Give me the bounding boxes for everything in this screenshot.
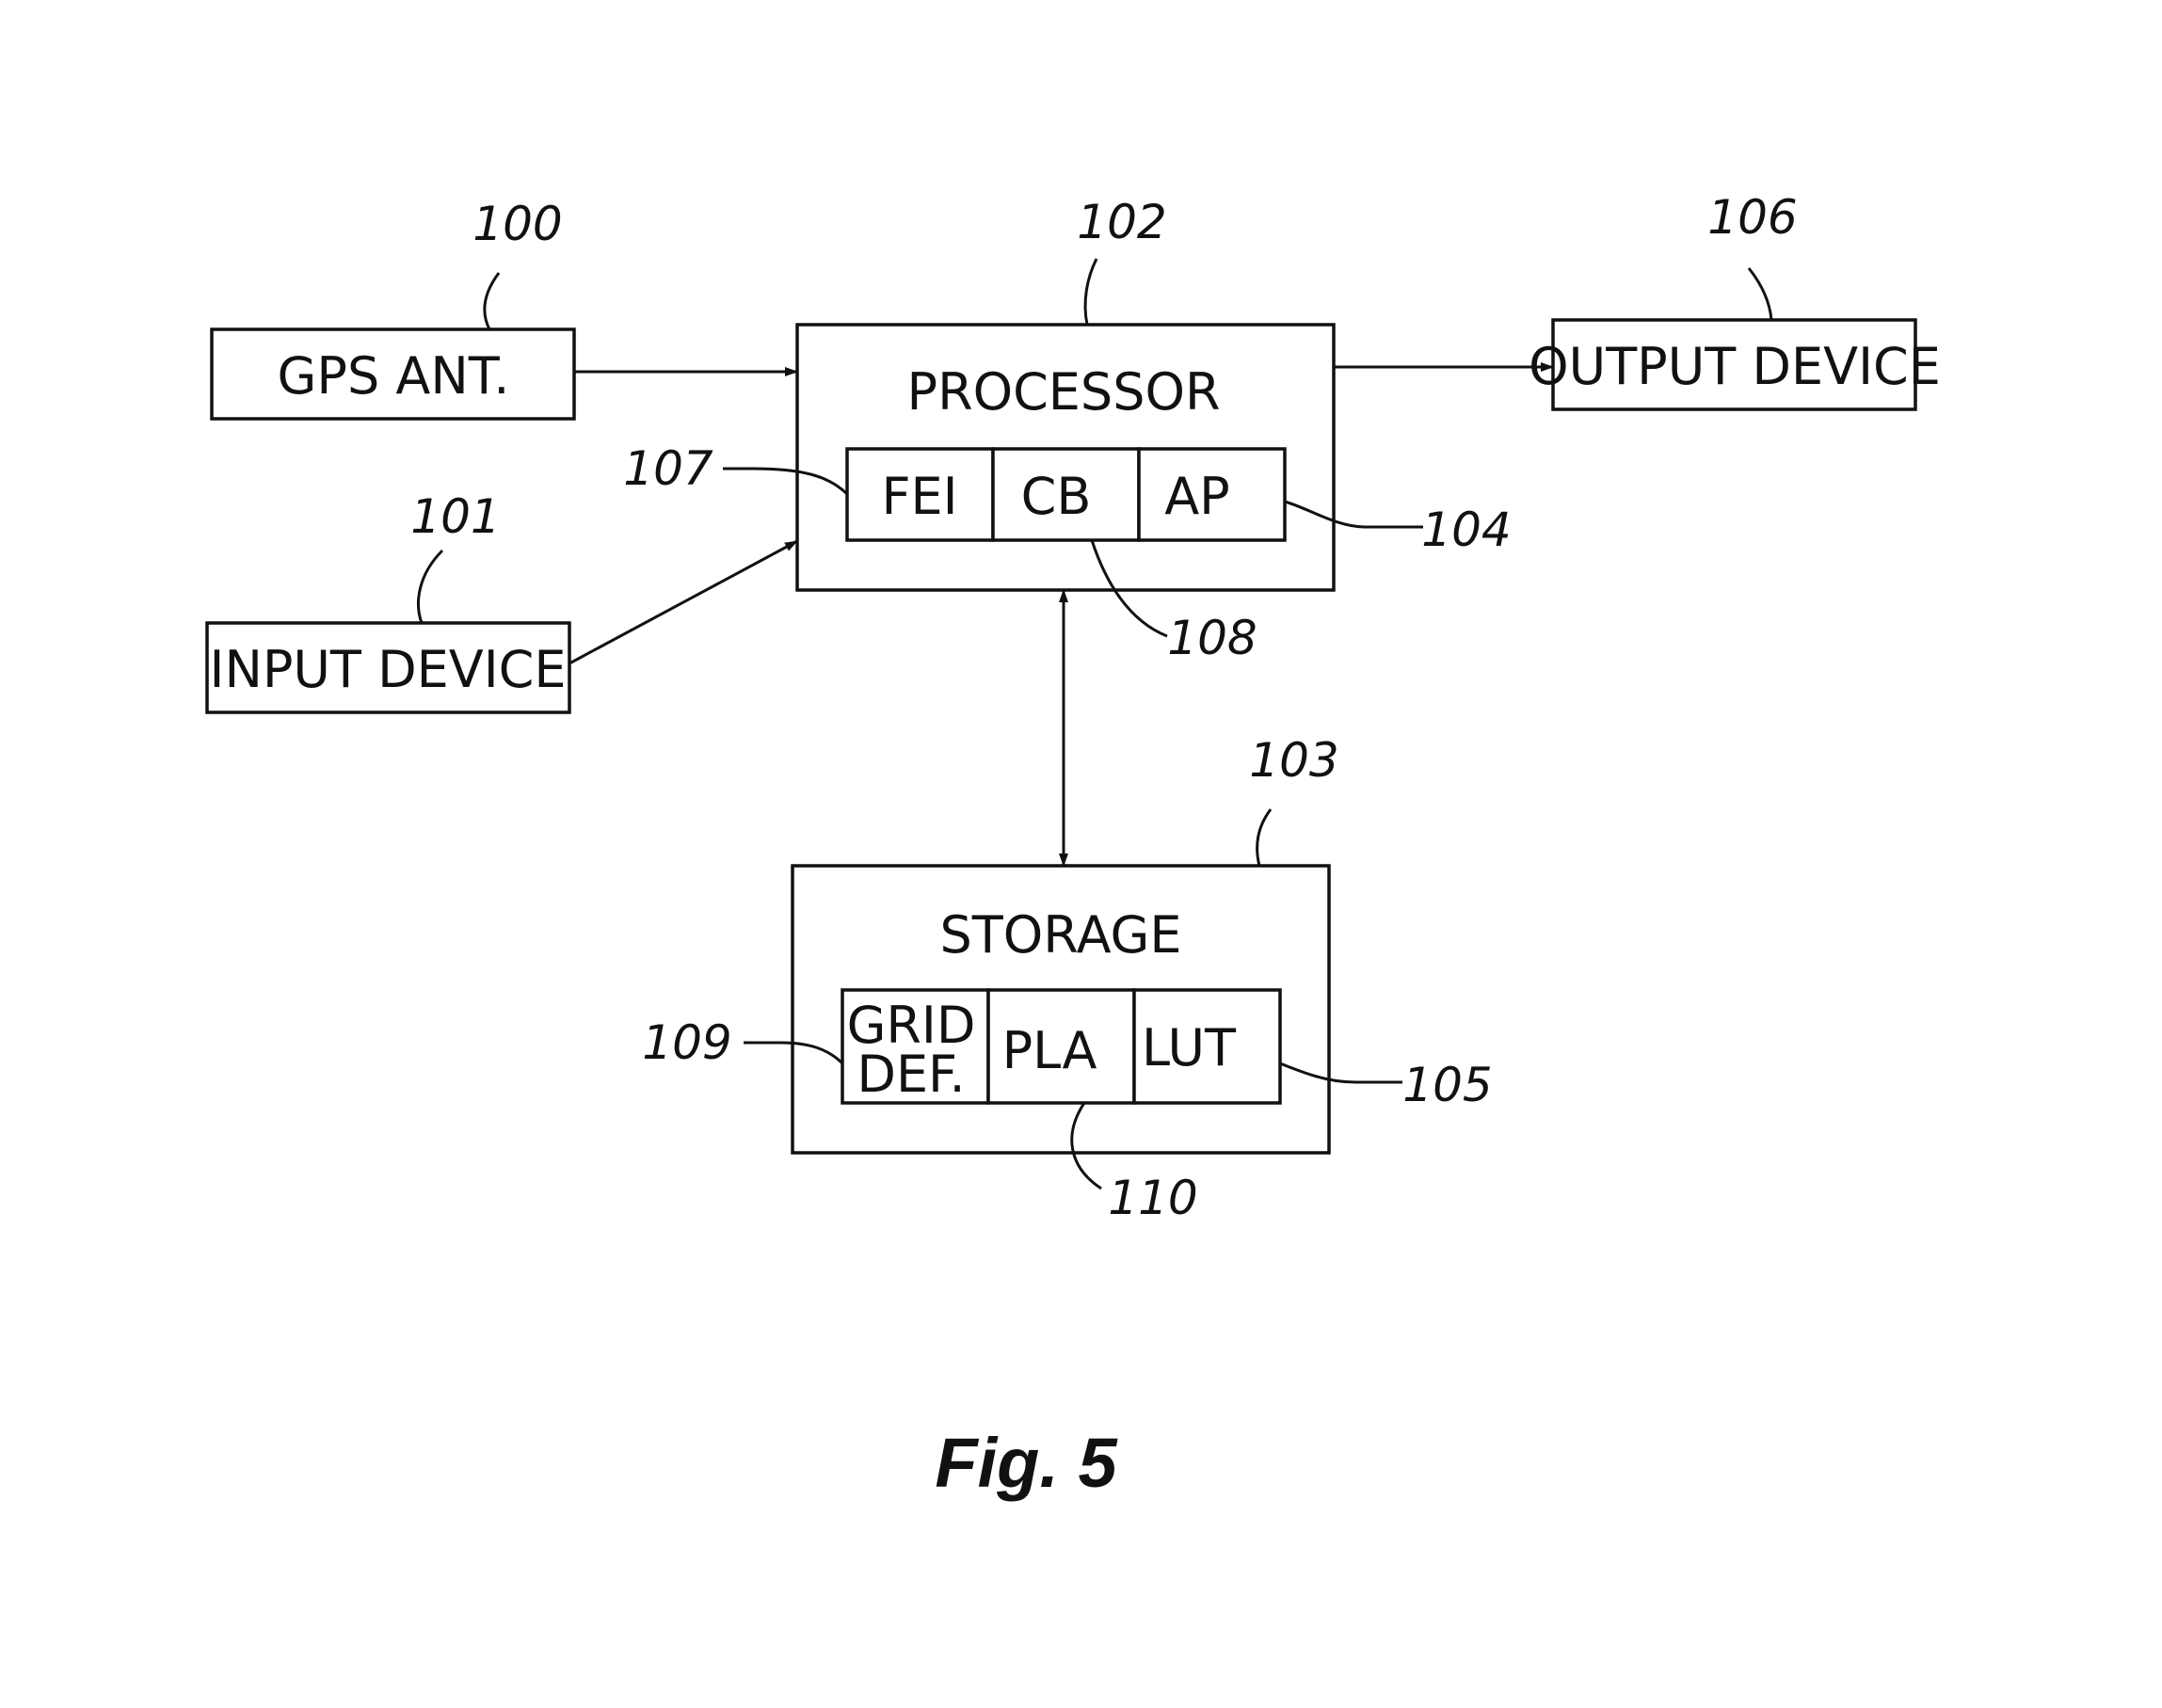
gps-antenna-ref: 100 xyxy=(472,197,562,329)
output-device-label: OUTPUT DEVICE xyxy=(1529,337,1941,396)
processor-label: PROCESSOR xyxy=(907,362,1221,422)
storage-ref: 103 xyxy=(1249,733,1338,866)
gps-antenna-block: GPS ANT. xyxy=(212,329,574,419)
arrow-input-to-processor xyxy=(569,541,797,663)
svg-text:104: 104 xyxy=(1421,503,1511,557)
processor-block: PROCESSOR FEI CB AP xyxy=(797,325,1334,590)
ap-label: AP xyxy=(1164,467,1230,526)
svg-text:101: 101 xyxy=(410,489,500,544)
processor-ref: 102 xyxy=(1077,195,1166,325)
svg-text:108: 108 xyxy=(1167,611,1257,665)
figure-caption: Fig. 5 xyxy=(935,1424,1118,1502)
cb-label: CB xyxy=(1021,467,1092,526)
storage-block: STORAGE GRID DEF. PLA LUT xyxy=(793,866,1329,1153)
svg-text:103: 103 xyxy=(1249,733,1338,788)
svg-text:109: 109 xyxy=(642,1015,731,1070)
pla-label: PLA xyxy=(1002,1021,1097,1080)
output-device-ref: 106 xyxy=(1707,190,1797,320)
gps-antenna-label: GPS ANT. xyxy=(278,346,510,406)
svg-text:107: 107 xyxy=(623,441,713,496)
svg-text:106: 106 xyxy=(1707,190,1797,245)
lut-label: LUT xyxy=(1142,1018,1237,1077)
fei-label: FEI xyxy=(881,467,957,526)
output-device-block: OUTPUT DEVICE xyxy=(1529,320,1941,409)
grid-def-label-line2: DEF. xyxy=(857,1045,965,1104)
storage-label: STORAGE xyxy=(939,905,1181,965)
input-device-label: INPUT DEVICE xyxy=(210,640,567,699)
svg-text:102: 102 xyxy=(1077,195,1166,249)
svg-text:105: 105 xyxy=(1402,1058,1492,1112)
input-device-ref: 101 xyxy=(410,489,500,623)
svg-text:100: 100 xyxy=(472,197,562,251)
input-device-block: INPUT DEVICE xyxy=(207,623,569,712)
svg-text:110: 110 xyxy=(1108,1171,1197,1225)
